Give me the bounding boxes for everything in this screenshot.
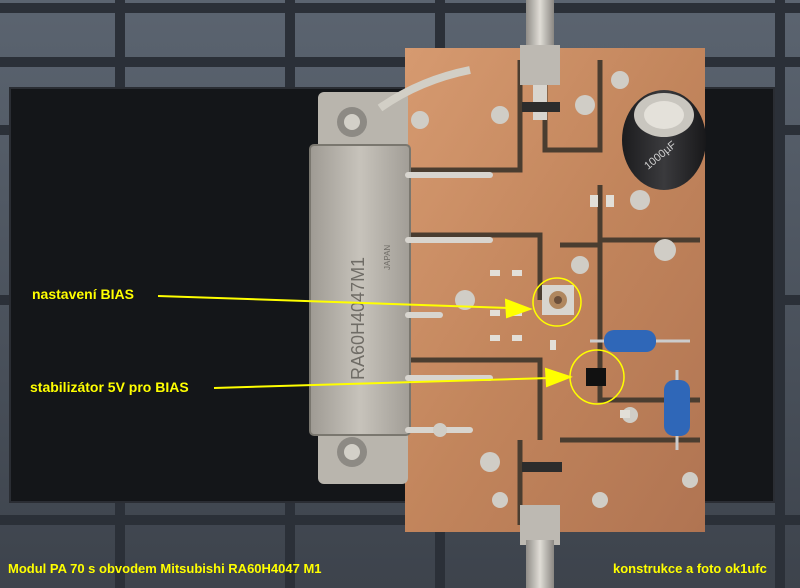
electrolytic-capacitor: 1000µF [622, 90, 706, 190]
sma-connector-bottom [520, 505, 560, 588]
blue-component-1 [590, 330, 690, 352]
blue-component-2 [664, 370, 690, 450]
rf-module: RA60H4047M1 JAPAN [309, 66, 493, 484]
bias-adjust-label: nastavení BIAS [32, 286, 134, 302]
sma-connector-top [520, 0, 560, 120]
stabilizer-label: stabilizátor 5V pro BIAS [30, 379, 189, 395]
trimmer-highlight [532, 277, 582, 327]
module-origin-marking: JAPAN [383, 245, 392, 270]
annotation-arrows [157, 295, 573, 389]
diode-bottom [522, 462, 562, 472]
caption-right: konstrukce a foto ok1ufc [613, 561, 767, 576]
module-part-marking: RA60H4047M1 [348, 257, 368, 380]
regulator-78l05 [586, 368, 606, 386]
solder-joints [411, 71, 698, 508]
diode-top [522, 102, 560, 112]
caption-left: Modul PA 70 s obvodem Mitsubishi RA60H40… [8, 561, 322, 576]
bias-trimmer [542, 285, 574, 315]
